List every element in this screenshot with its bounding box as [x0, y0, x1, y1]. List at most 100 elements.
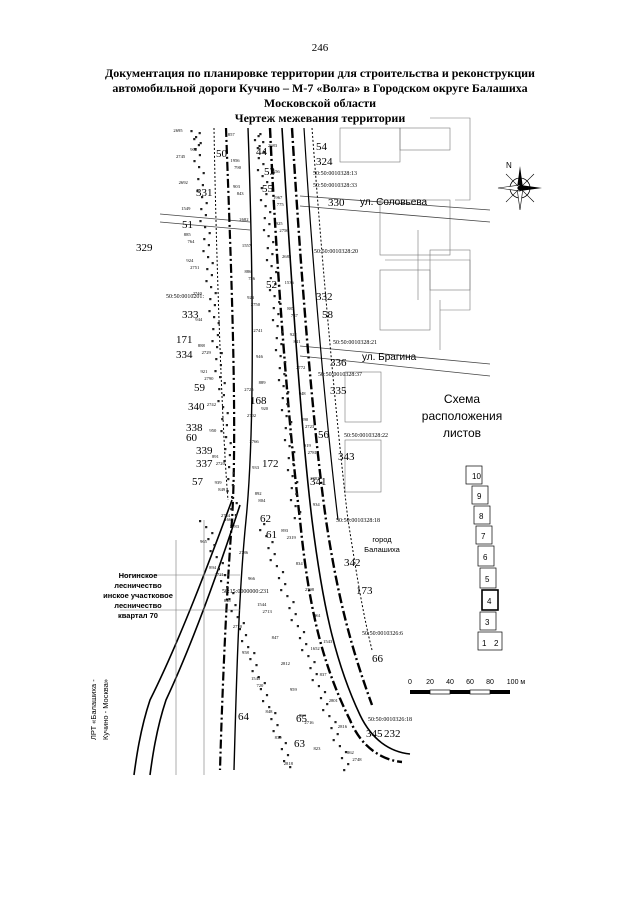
boundary-point: [204, 214, 207, 217]
sheet-number: 9: [477, 492, 482, 501]
boundary-point: [289, 766, 292, 769]
boundary-point: [278, 367, 281, 370]
boundary-point: [244, 634, 248, 637]
parcel-number: 173: [356, 585, 373, 597]
boundary-point: [296, 625, 299, 628]
point-number: 920: [261, 406, 269, 411]
street-lines: [159, 195, 491, 377]
point-number: 888: [198, 343, 206, 348]
boundary-point: [215, 358, 218, 361]
boundary-point: [211, 262, 214, 265]
boundary-point: [231, 484, 234, 487]
boundary-point: [224, 448, 227, 451]
cadastral-number: 50:50:0010328:18: [336, 518, 380, 524]
boundary-point: [289, 499, 293, 502]
boundary-point: [338, 745, 341, 748]
boundary-point: [263, 151, 266, 154]
point-number: 885: [184, 232, 192, 237]
boundary-point: [225, 424, 228, 427]
point-number: 2748: [352, 757, 362, 762]
parcel-number: 55: [262, 183, 274, 195]
boundary-point: [190, 130, 193, 133]
boundary-point: [261, 175, 264, 178]
boundary-point: [294, 613, 297, 616]
boundary-point: [225, 436, 228, 439]
boundary-point: [296, 481, 299, 484]
boundary-point: [262, 141, 265, 144]
boundary-point: [262, 229, 266, 232]
point-number: 775: [277, 202, 285, 207]
parcel-number: 337: [196, 458, 213, 470]
boundary-point: [284, 742, 287, 745]
parcel-number: 59: [194, 382, 206, 394]
boundary-point: [266, 247, 269, 250]
boundary-point: [328, 715, 331, 718]
boundary-point: [292, 601, 295, 604]
boundary-point: [288, 445, 291, 448]
lrt-label-line: Кучино - Москва»: [101, 679, 110, 740]
point-number: 849: [218, 487, 226, 492]
drawing-subtitle: Чертеж межевания территории: [234, 111, 406, 125]
point-number: 2319: [287, 535, 297, 540]
point-number: 902: [190, 147, 198, 152]
parcel-number: 50: [216, 148, 228, 160]
title-line: автомобильной дороги Кучино – М-7 «Волга…: [112, 81, 528, 95]
sheet-number: 10: [472, 472, 481, 481]
boundary-point: [265, 259, 269, 262]
point-number: 934: [313, 502, 321, 507]
cadastral-number: 50:50:0010328:22: [344, 433, 388, 439]
point-number: 903: [233, 184, 241, 189]
boundary-point: [265, 193, 268, 196]
boundary-point: [281, 397, 284, 400]
point-number: 2790: [204, 376, 214, 381]
parcel-number: 51: [182, 219, 193, 231]
boundary-point: [265, 535, 268, 538]
point-labels: 2695790775764756737272927252723272080423…: [173, 128, 362, 766]
point-number: 892: [255, 491, 263, 496]
parcel-number: 62: [260, 513, 271, 525]
point-number: 830: [275, 735, 283, 740]
boundary-point: [332, 739, 335, 742]
boundary-point: [205, 280, 208, 283]
boundary-point: [222, 406, 225, 409]
boundary-point: [269, 211, 272, 214]
boundary-point: [313, 661, 316, 664]
scale-tick: 40: [446, 679, 454, 686]
boundary-point: [220, 352, 223, 355]
point-number: 1543: [323, 639, 333, 644]
boundary-point: [223, 460, 226, 463]
boundary-point: [209, 550, 212, 553]
point-number: 959: [290, 687, 298, 692]
boundary-point: [275, 271, 278, 274]
point-number: 2692: [179, 180, 189, 185]
point-number: 837: [320, 672, 328, 677]
boundary-point: [221, 418, 224, 421]
boundary-point: [340, 757, 344, 760]
parcel-number: 54: [316, 141, 328, 153]
point-number: 1652: [311, 646, 321, 651]
boundary-point: [262, 700, 265, 703]
boundary-point: [215, 556, 218, 559]
boundary-point: [199, 142, 202, 145]
boundary-point: [299, 511, 302, 514]
street-label-bragina: ул. Брагина: [362, 352, 417, 363]
point-number: 1544: [257, 602, 267, 607]
boundary-point: [319, 697, 323, 700]
boundary-point: [257, 135, 260, 138]
title-line: Московской области: [263, 96, 377, 110]
boundary-point: [256, 169, 260, 172]
point-number: 834: [296, 561, 304, 566]
point-number: 891: [212, 454, 220, 459]
boundary-point: [315, 673, 318, 676]
point-number: 2723: [305, 424, 315, 429]
forest-label: Ногинское лесничество инское участковое …: [103, 571, 173, 620]
boundary-point: [277, 313, 280, 316]
cadastral-labels: 50:50:0010328:1350:50:0010328:3350:50:00…: [166, 171, 412, 723]
cadastral-number: 50:50:0010326:6: [362, 631, 403, 637]
boundary-point: [288, 607, 291, 610]
boundary-point: [283, 373, 286, 376]
boundary-point: [290, 487, 293, 490]
boundary-point: [208, 232, 211, 235]
north-arrow: N: [497, 161, 542, 211]
